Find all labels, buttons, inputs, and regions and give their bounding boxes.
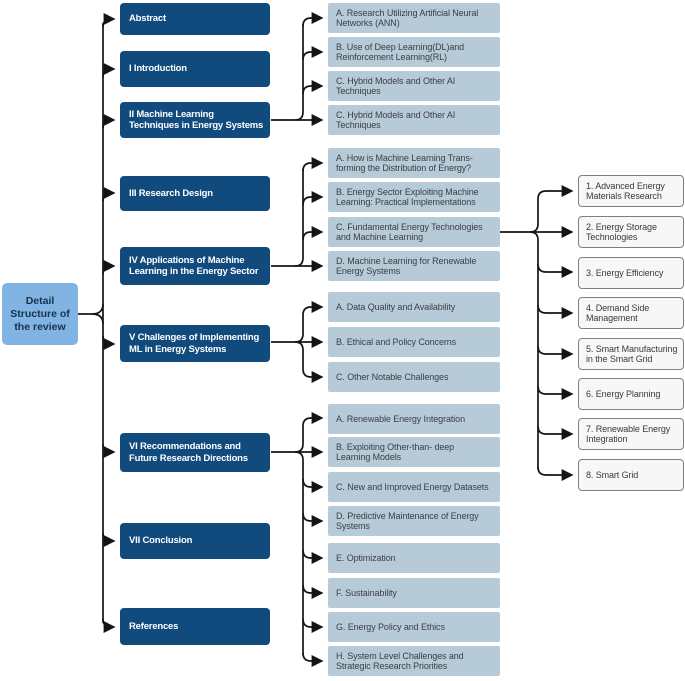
subsection-app-a: A. How is Machine Learning Trans- formin… [328,148,500,178]
topic-energy-efficiency: 3. Energy Efficiency [578,257,684,289]
subsection-rec-h: H. System Level Challenges and Strategic… [328,646,500,676]
topics-wires [500,185,574,481]
topic-energy-planning: 6. Energy Planning [578,378,684,410]
section-ml-techniques: II Machine Learning Techniques in Energy… [120,102,270,138]
topic-demand-side: 4. Demand Side Management [578,297,684,329]
section6-wires [271,412,324,667]
section-research-design: III Research Design [120,176,270,211]
section-recommendations: VI Recommendations and Future Research D… [120,433,270,472]
root-to-sections-wires [78,13,116,633]
subsection-chal-b: B. Ethical and Policy Concerns [328,327,500,357]
topic-renewable-integration: 7. Renewable Energy Integration [578,418,684,450]
subsection-rec-d: D. Predictive Maintenance of Energy Syst… [328,506,500,536]
subsection-app-c: C. Fundamental Energy Technologies and M… [328,217,500,247]
subsection-ml-c: C. Hybrid Models and Other AI Techniques [328,71,500,101]
section5-wires [271,301,324,383]
subsection-chal-a: A. Data Quality and Availability [328,292,500,322]
subsection-ml-c2: C. Hybrid Models and Other AI Techniques [328,105,500,135]
subsection-rec-b: B. Exploiting Other-than- deep Learning … [328,437,500,467]
root-node: Detail Structure of the review [2,283,78,345]
section-challenges: V Challenges of Implementing ML in Energ… [120,325,270,362]
section4-wires [271,157,324,272]
section-applications: IV Applications of Machine Learning in t… [120,247,270,285]
topic-advanced-materials: 1. Advanced Energy Materials Research [578,175,684,207]
section-abstract: Abstract [120,3,270,35]
topic-smart-grid: 8. Smart Grid [578,459,684,491]
subsection-app-d: D. Machine Learning for Renewable Energy… [328,251,500,281]
subsection-rec-f: F. Sustainability [328,578,500,608]
subsection-rec-a: A. Renewable Energy Integration [328,404,500,434]
section-references: References [120,608,270,645]
section-conclusion: VII Conclusion [120,523,270,559]
subsection-rec-e: E. Optimization [328,543,500,573]
subsection-rec-c: C. New and Improved Energy Datasets [328,472,500,502]
subsection-rec-g: G. Energy Policy and Ethics [328,612,500,642]
topic-energy-storage: 2. Energy Storage Technologies [578,216,684,248]
section2-wires [271,12,324,126]
subsection-app-b: B. Energy Sector Exploiting Machine Lear… [328,182,500,212]
section-introduction: I Introduction [120,51,270,87]
subsection-ml-a: A. Research Utilizing Artificial Neural … [328,3,500,33]
subsection-chal-c: C. Other Notable Challenges [328,362,500,392]
topic-smart-manufacturing: 5. Smart Manufacturing in the Smart Grid [578,338,684,370]
subsection-ml-b: B. Use of Deep Learning(DL)and Reinforce… [328,37,500,67]
